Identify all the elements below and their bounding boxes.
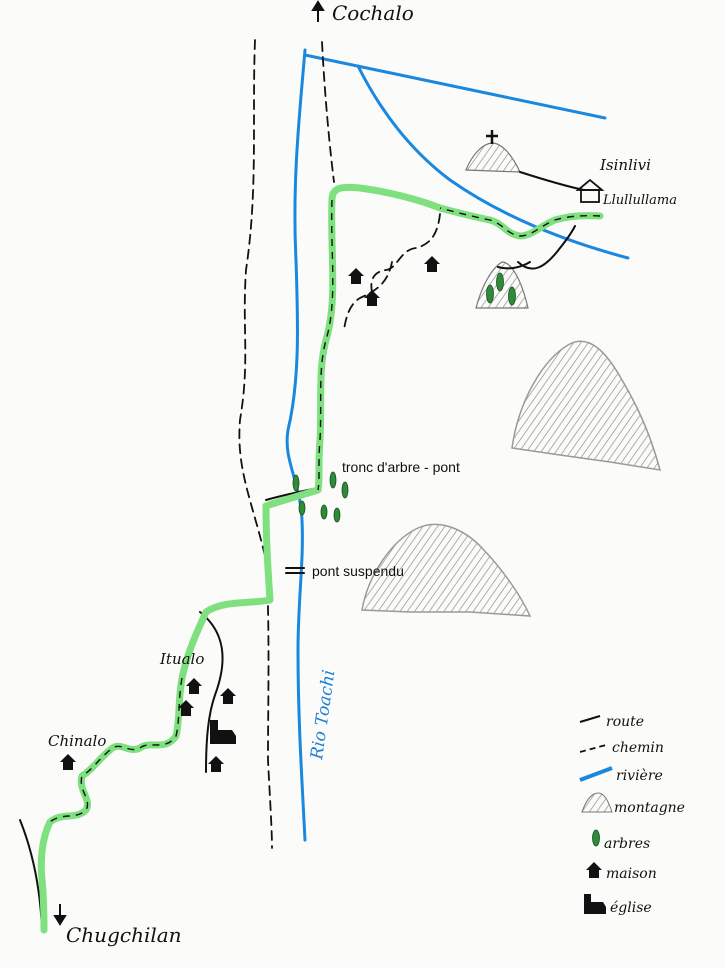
church-icon (210, 720, 236, 744)
isinlivi-building-icon (575, 178, 605, 203)
label-chugchilan: Chugchilan (66, 923, 182, 947)
legend-river: rivière (579, 766, 663, 784)
arrow-up-icon (311, 0, 325, 22)
road-itualo (199, 611, 224, 773)
house-icon (586, 862, 602, 878)
legend-mountain-label: montagne (614, 800, 685, 816)
legend-church: église (584, 894, 652, 916)
legend-mountain: montagne (581, 792, 685, 816)
legend-river-label: rivière (616, 768, 663, 784)
river-tributary-top (303, 53, 607, 120)
label-isinlivi: Isinlivi (599, 156, 651, 174)
legend: route chemin rivière montagne arbres (579, 714, 685, 916)
legend-trees-label: arbres (604, 836, 650, 852)
road-isinlivi-cross (519, 171, 585, 191)
church-icon (584, 894, 606, 914)
trail-houses-2 (343, 261, 393, 331)
legend-trail: chemin (579, 740, 664, 756)
legend-house: maison (586, 862, 657, 882)
label-suspension-bridge: pont suspendu (312, 563, 404, 579)
tree-icon (592, 829, 600, 847)
legend-trail-label: chemin (612, 740, 664, 756)
legend-road: route (579, 714, 644, 730)
road-short (497, 261, 531, 270)
legend-trees: arbres (592, 829, 650, 852)
mountain-icon (581, 792, 613, 813)
mountain-large (511, 340, 662, 471)
cross-icon (486, 130, 498, 144)
rivers (285, 48, 630, 842)
legend-church-label: église (610, 900, 652, 916)
label-itualo: Itualo (159, 650, 204, 668)
label-chinalo: Chinalo (48, 732, 106, 750)
label-log-bridge: tronc d'arbre - pont (342, 459, 460, 475)
trail-highlight-dashes (49, 199, 601, 823)
trail-houses (370, 213, 441, 293)
label-river: Rio Toachi (307, 669, 339, 762)
tree-icon (292, 272, 516, 523)
trail-east-road (321, 41, 335, 183)
legend-house-label: maison (606, 866, 657, 882)
road-to-trees (517, 225, 576, 270)
legend-road-label: route (606, 714, 644, 730)
arrow-down-icon (53, 904, 67, 926)
label-cochalo: Cochalo (332, 1, 414, 25)
label-llullullama: Llullullama (602, 193, 677, 208)
trails-dashed (238, 39, 441, 849)
roads (19, 171, 585, 931)
river-tributary-diagonal (356, 64, 630, 260)
mountain-middle (361, 523, 532, 617)
house-icon (60, 256, 440, 772)
river-main (285, 48, 307, 842)
mountain-cross (465, 142, 521, 173)
trail-west-road (238, 39, 273, 849)
